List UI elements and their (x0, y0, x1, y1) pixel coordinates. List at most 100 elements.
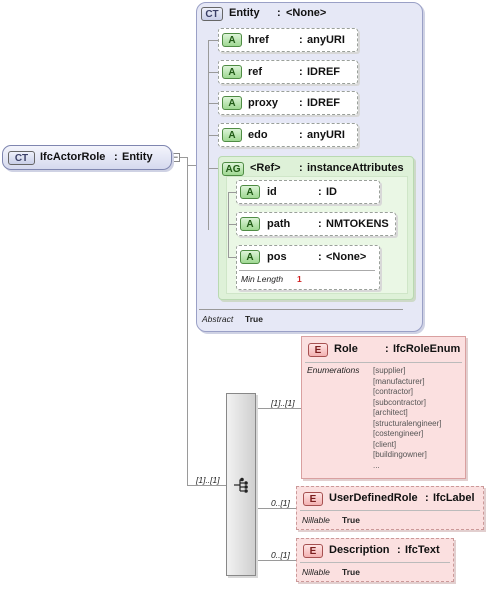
attribute-type: <None> (326, 251, 367, 263)
element-separator: : (397, 544, 401, 556)
attribute-type: anyURI (307, 34, 345, 46)
description-multiplicity: 0..[1] (271, 550, 290, 560)
attribute-type: anyURI (307, 129, 345, 141)
attribute-edo[interactable]: A edo : anyURI (218, 123, 358, 147)
element-icon: E (303, 492, 323, 506)
attribute-type: IDREF (307, 66, 340, 78)
attribute-icon: A (222, 96, 242, 110)
entity-name: Entity (229, 7, 260, 19)
attribute-separator: : (299, 97, 303, 109)
enumeration-value: [supplier] (373, 366, 406, 375)
root-complex-type[interactable]: CT IfcActorRole : Entity (2, 145, 172, 170)
enumeration-list: [supplier] [manufacturer] [contractor] [… (373, 366, 463, 471)
facet-value: 1 (297, 274, 302, 284)
facet-divider (239, 270, 375, 271)
complex-type-icon: CT (8, 151, 35, 165)
entity-separator: : (277, 7, 281, 19)
facet-value: True (342, 515, 360, 525)
sequence-compositor[interactable] (226, 393, 256, 576)
facet-label: Nillable (302, 567, 330, 577)
attribute-type: ID (326, 186, 337, 198)
attr-branch (208, 40, 219, 41)
attribute-separator: : (299, 34, 303, 46)
element-separator: : (385, 343, 389, 355)
abstract-label: Abstract (202, 314, 234, 324)
attr-branch (208, 135, 219, 136)
attribute-name: edo (248, 129, 268, 141)
attribute-icon: A (222, 33, 242, 47)
enumeration-value: [manufacturer] (373, 376, 425, 386)
element-role[interactable]: E Role : IfcRoleEnum Enumerations [suppl… (301, 336, 466, 479)
element-type: IfcRoleEnum (393, 343, 461, 355)
group-tree-vertical (228, 192, 229, 258)
root-separator: : (114, 151, 118, 163)
facet-label: Enumerations (307, 365, 360, 375)
userdefinedrole-multiplicity: 0..[1] (271, 498, 290, 508)
facet-value: True (342, 567, 360, 577)
attr-branch (228, 224, 237, 225)
attribute-group-ref: <Ref> (250, 162, 281, 174)
attribute-name: pos (267, 251, 287, 263)
element-userdefinedrole[interactable]: E UserDefinedRole : IfcLabel Nillable Tr… (296, 486, 484, 530)
attribute-name: path (267, 218, 291, 230)
attribute-icon: A (222, 128, 242, 142)
facet-divider (300, 510, 480, 511)
attribute-name: proxy (248, 97, 278, 109)
trunk-to-entity (187, 165, 197, 166)
entity-type: <None> (286, 7, 327, 19)
trunk-vertical (187, 157, 188, 485)
facet-divider (300, 562, 450, 563)
enumeration-value: [architect] (373, 408, 408, 417)
attribute-icon: A (240, 250, 260, 264)
element-type: IfcText (405, 544, 440, 556)
attribute-id[interactable]: A id : ID (236, 180, 380, 204)
complex-type-icon: CT (201, 7, 223, 21)
attr-branch (208, 168, 219, 169)
attribute-separator: : (299, 129, 303, 141)
root-type: Entity (122, 151, 153, 163)
enumeration-value: [client] (373, 439, 397, 449)
attribute-group-separator: : (299, 162, 303, 174)
attribute-name: href (248, 34, 269, 46)
abstract-value: True (245, 314, 263, 324)
seq-to-description (256, 560, 296, 561)
attribute-name: ref (248, 66, 263, 78)
attr-branch (228, 192, 237, 193)
element-icon: E (308, 343, 328, 357)
facet-label: Nillable (302, 515, 330, 525)
attribute-separator: : (318, 251, 322, 263)
attribute-type: IDREF (307, 97, 340, 109)
enumeration-value: [contractor] (373, 387, 414, 396)
root-collapse-toggle[interactable]: − (171, 152, 180, 162)
attribute-pos[interactable]: A pos : <None> Min Length 1 (236, 245, 380, 290)
attribute-proxy[interactable]: A proxy : IDREF (218, 91, 358, 115)
element-name: Description (329, 544, 390, 556)
attribute-path[interactable]: A path : NMTOKENS (236, 212, 396, 236)
attribute-group-type: instanceAttributes (307, 162, 404, 174)
attribute-icon: A (240, 217, 260, 231)
attribute-separator: : (318, 186, 322, 198)
trunk-to-sequence (187, 485, 227, 486)
role-multiplicity: [1]..[1] (271, 398, 295, 408)
attribute-ref[interactable]: A ref : IDREF (218, 60, 358, 84)
attr-branch (228, 257, 237, 258)
enumeration-value: [buildingowner] (373, 450, 427, 459)
attribute-href[interactable]: A href : anyURI (218, 28, 358, 52)
element-type: IfcLabel (433, 492, 475, 504)
element-description[interactable]: E Description : IfcText Nillable True (296, 538, 454, 582)
enumeration-value: ... (373, 460, 380, 470)
enumeration-value: [subcontractor] (373, 397, 426, 407)
element-separator: : (425, 492, 429, 504)
element-icon: E (303, 544, 323, 558)
enumeration-value: [structuralengineer] (373, 418, 442, 428)
attr-branch (208, 72, 219, 73)
attribute-icon: A (222, 65, 242, 79)
sequence-icon (234, 477, 248, 493)
sequence-multiplicity: [1]..[1] (196, 475, 220, 485)
attribute-name: id (267, 186, 277, 198)
root-name: IfcActorRole (40, 151, 106, 163)
seq-to-userdefined (256, 508, 296, 509)
facet-divider (305, 362, 462, 363)
attribute-type: NMTOKENS (326, 218, 389, 230)
facet-label: Min Length (241, 274, 284, 284)
